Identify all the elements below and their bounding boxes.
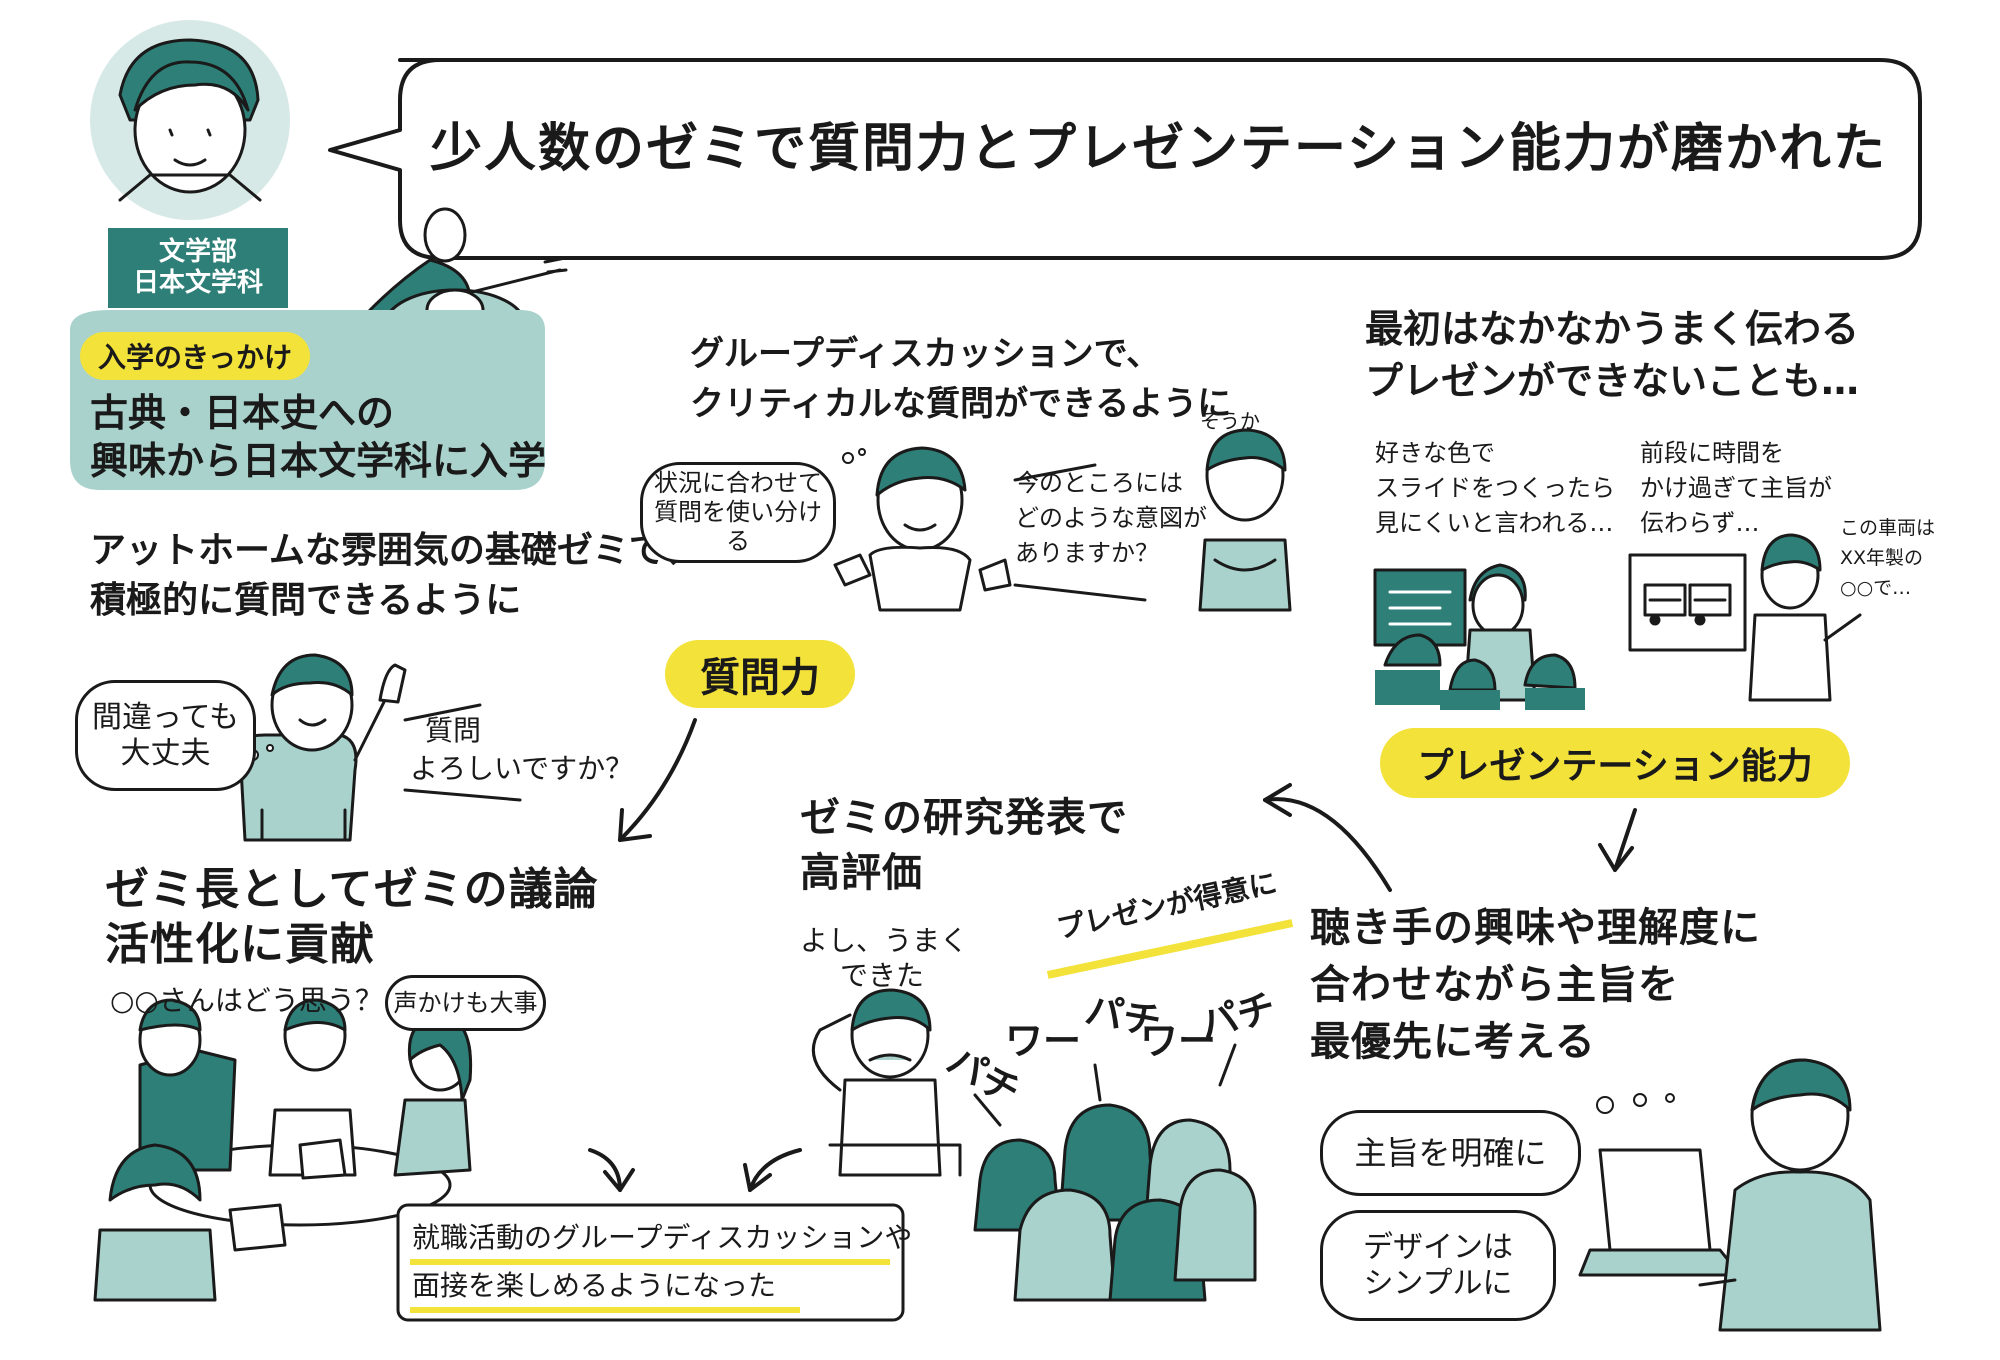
simple-design-line-2: シンプルに	[1363, 1265, 1513, 1301]
mistake-ok-bubble: 間違っても 大丈夫	[75, 680, 256, 791]
simple-design-bubble: デザインは シンプルに	[1320, 1210, 1556, 1321]
audience-illustration	[973, 1103, 1257, 1302]
result-line-2: 面接を楽しめるようになった	[412, 1269, 777, 1302]
difficulty-heading-1: 最初はなかなかうまく伝わる	[1365, 307, 1860, 351]
listener-reaction: そうか	[1200, 409, 1260, 433]
clear-point-bubble: 主旨を明確に	[1320, 1110, 1581, 1196]
voice-bubble: 声かけも大事	[385, 975, 546, 1031]
research-presenter-illustration	[811, 988, 962, 1177]
note2-line-1: 前段に時間を	[1640, 439, 1784, 467]
department-major: 日本文学科	[132, 268, 263, 298]
lesson-line-1: 聴き手の興味や理解度に	[1310, 905, 1761, 951]
seminar-heading-1: アットホームな雰囲気の基礎ゼミで、	[90, 530, 700, 571]
intro-line-2: 興味から日本文学科に入学	[90, 439, 547, 483]
intent-question-1: 今のところには	[1015, 469, 1183, 497]
arrow-to-lesson	[1613, 808, 1637, 872]
intro-label-pill: 入学のきっかけ	[80, 332, 310, 380]
train-slide-illustration	[1628, 533, 1862, 702]
question-usage-line-1: 状況に合わせて	[654, 469, 822, 498]
intent-question-3: ありますか？	[1015, 539, 1159, 567]
contribution-heading-1: ゼミ長としてゼミの議論	[105, 864, 599, 915]
question-usage-line-2: 質問を使い分ける	[654, 498, 822, 555]
lesson-line-2: 合わせながら主旨を	[1310, 962, 1679, 1008]
self-talk-2: できた	[840, 959, 925, 992]
discussion-heading-2: クリティカルな質問ができるように	[690, 384, 1232, 424]
intro-line-1: 古典・日本史への	[90, 391, 395, 435]
thought-dots-center	[842, 448, 866, 464]
prompt-text: ○○さんはどう思う？	[110, 984, 383, 1017]
seminar-heading-2: 積極的に質問できるように	[90, 580, 522, 621]
intent-question-2: どのような意図が	[1015, 504, 1207, 532]
mistake-ok-line-1: 間違っても	[92, 699, 239, 735]
laptop-user-illustration	[1578, 1058, 1882, 1332]
department-faculty: 文学部	[158, 236, 237, 267]
note2-line-2: かけ過ぎて主旨が	[1640, 474, 1832, 502]
note1-line-3: 見にくいと言われる…	[1375, 509, 1614, 537]
slide-screen-illustration	[1373, 563, 1585, 710]
train-speech-2: XX年製の	[1840, 547, 1924, 569]
clap-text-2: ワー	[1005, 1019, 1082, 1063]
difficulty-heading-2: プレゼンができないことも…	[1365, 359, 1860, 403]
research-heading-2: 高評価	[800, 850, 923, 896]
question-usage-bubble: 状況に合わせて 質問を使い分ける	[640, 462, 836, 563]
student-raising-hand	[238, 653, 407, 842]
question-line-1: 質問	[425, 714, 482, 747]
discussion-group-illustration	[93, 998, 473, 1302]
question-skill-pill: 質問力	[665, 640, 855, 708]
department-badge: 文学部 日本文学科	[108, 228, 288, 308]
train-speech-1: この車両は	[1840, 517, 1936, 539]
arrow-result-right	[748, 1148, 802, 1192]
page-title: 少人数のゼミで質問力とプレゼンテーション能力が磨かれた	[430, 119, 1887, 179]
note2-line-3: 伝わらず…	[1640, 509, 1760, 537]
note1-line-2: スライドをつくったら	[1375, 474, 1615, 502]
research-heading-1: ゼミの研究発表で	[800, 795, 1128, 841]
mistake-ok-line-2: 大丈夫	[120, 735, 211, 771]
discussion-heading-1: グループディスカッションで、	[690, 334, 1161, 374]
lesson-line-3: 最優先に考える	[1310, 1019, 1596, 1065]
thought-dots-right	[1596, 1093, 1675, 1114]
result-line-1: 就職活動のグループディスカッションや	[412, 1221, 913, 1254]
listener-illustration	[1198, 428, 1292, 612]
presentation-skill-pill: プレゼンテーション能力	[1380, 728, 1850, 798]
train-speech-3: ○○で…	[1840, 577, 1912, 599]
arrow-result-left	[588, 1148, 622, 1192]
simple-design-line-1: デザインは	[1363, 1229, 1513, 1265]
arrow-to-research	[1263, 797, 1392, 892]
center-student-illustration	[833, 446, 1012, 612]
self-talk-1: よし、うまく	[800, 924, 969, 957]
student-avatar	[118, 38, 262, 202]
question-line-2: よろしいですか？	[410, 752, 634, 785]
note1-line-1: 好きな色で	[1375, 439, 1495, 467]
contribution-heading-2: 活性化に貢献	[105, 919, 375, 970]
clap-text-4: ワー	[1140, 1019, 1217, 1063]
arrow-to-contribution	[618, 718, 697, 842]
